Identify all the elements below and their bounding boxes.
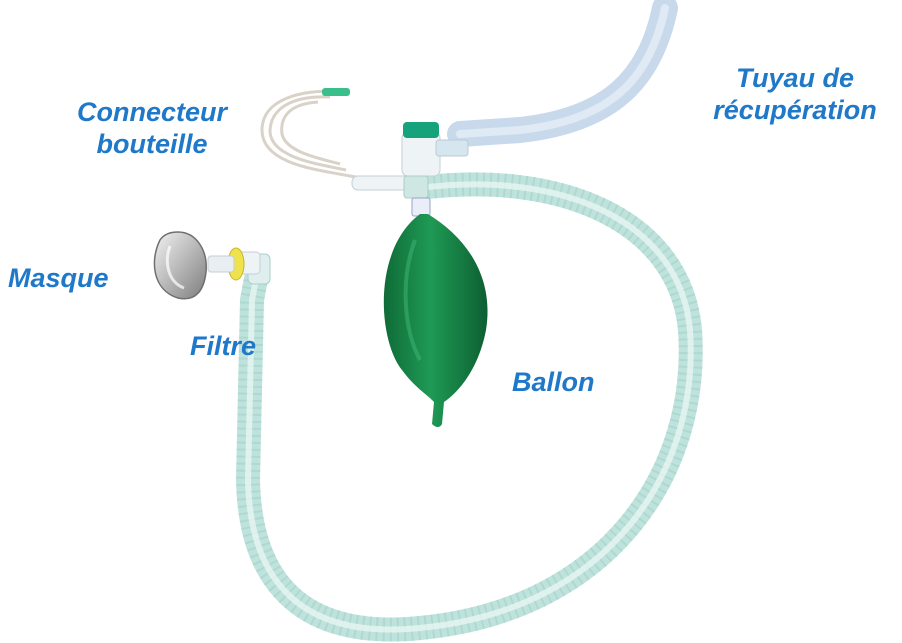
filter-assembly: [208, 248, 270, 284]
label-tuyau-line1: Tuyau de: [690, 62, 900, 94]
patient-tube: [248, 184, 691, 629]
label-tuyau-recuperation: Tuyau de récupération: [690, 62, 900, 126]
label-tuyau-line2: récupération: [690, 94, 900, 126]
mask: [154, 232, 206, 299]
label-masque: Masque: [8, 262, 109, 294]
label-connecteur-line2: bouteille: [62, 128, 242, 160]
label-filtre: Filtre: [190, 330, 256, 362]
bottle-connector-tip: [322, 88, 350, 96]
label-ballon: Ballon: [512, 366, 595, 398]
bottle-connector-tube: [262, 91, 395, 184]
label-connecteur-bouteille: Connecteur bouteille: [62, 96, 242, 160]
label-connecteur-line1: Connecteur: [62, 96, 242, 128]
reservoir-bag: [384, 214, 488, 427]
scavenging-hose: [460, 8, 665, 134]
